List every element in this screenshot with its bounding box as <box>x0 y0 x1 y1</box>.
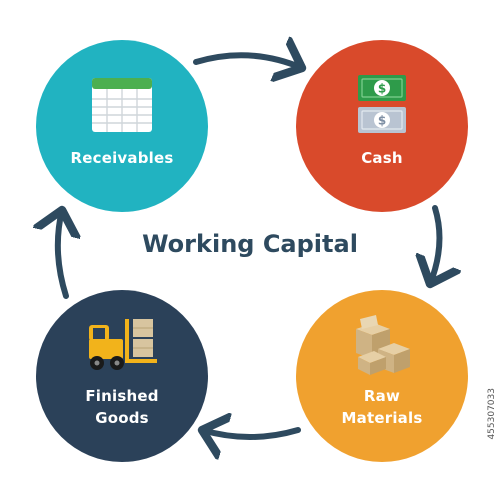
arrow-finished-goods-to-receivables <box>58 210 66 299</box>
diagram-title: Working Capital <box>142 230 358 258</box>
stock-id: 455307033 <box>487 388 497 440</box>
arrow-receivables-to-cash <box>193 55 302 68</box>
forklift-icon <box>89 319 157 370</box>
receivables-label: Receivables <box>70 149 174 167</box>
raw-materials-label-line2: Materials <box>341 409 423 427</box>
finished-goods-label-line1: Finished <box>85 387 159 405</box>
finished-goods-label-line2: Goods <box>95 409 149 427</box>
node-cash: $ $ Cash <box>296 40 468 212</box>
svg-text:$: $ <box>378 114 386 128</box>
raw-materials-label-line1: Raw <box>363 387 401 405</box>
boxes-icon <box>356 315 410 375</box>
cash-label: Cash <box>361 149 403 167</box>
arrow-cash-to-raw-materials <box>430 205 439 284</box>
spreadsheet-icon <box>92 78 152 132</box>
node-finished-goods: Finished Goods <box>36 290 208 462</box>
node-receivables: Receivables <box>36 40 208 212</box>
svg-text:$: $ <box>378 82 386 96</box>
node-raw-materials: Raw Materials <box>296 290 468 462</box>
banknotes-icon: $ $ <box>358 75 406 133</box>
arrow-raw-materials-to-finished-goods <box>202 430 301 437</box>
